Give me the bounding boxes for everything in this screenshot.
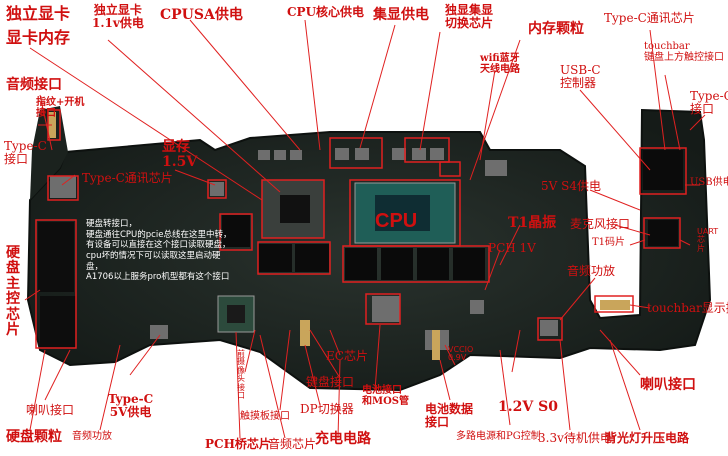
label-battery-mos: 电池接口 和MOS管 xyxy=(362,385,410,407)
label-t1-chip: T1码片 xyxy=(592,237,626,248)
label-mic: 麦克风接口 xyxy=(570,217,631,231)
label-usbc-controller: USB-C 控制器 xyxy=(560,63,601,90)
label-typec-5v: Type-C 5V供电 xyxy=(108,392,154,419)
label-pch: PCH桥芯片 xyxy=(205,437,271,451)
label-dp: DP切换器 xyxy=(300,402,354,416)
label-switch-chip: 独显集显 切换芯片 xyxy=(445,3,494,30)
label-uart: UART芯片 xyxy=(697,227,719,253)
pcb-left-tab xyxy=(30,106,68,200)
label-audio-port: 音频接口 xyxy=(6,77,62,93)
label-1-2v-s0: 1.2V S0 xyxy=(498,399,558,415)
label-t1-osc: T1晶振 xyxy=(508,215,557,231)
label-ssd-controller: 硬盘主控芯片 xyxy=(6,245,20,338)
label-vram-1-5v: 显存 1.5V xyxy=(162,139,198,170)
ram-chips xyxy=(345,248,485,280)
label-cpu-core-power: CPU核心供电 xyxy=(287,5,365,19)
label-vccio: VCCIO 0.9V xyxy=(448,345,473,363)
leader-lines xyxy=(24,19,706,439)
cpu-die xyxy=(375,195,430,231)
misc-components xyxy=(50,148,558,350)
label-charging: 充电电路 xyxy=(315,431,371,447)
label-gpu-power: 独立显卡 1.1v供电 xyxy=(92,3,144,30)
usbc-controller xyxy=(643,150,683,190)
ssd-nand-chips xyxy=(38,222,76,348)
label-typec-chip-left: Type-C通讯芯片 xyxy=(82,171,173,185)
label-backlight: 背光灯升压电路 xyxy=(605,431,690,445)
label-keyboard: 键盘接口 xyxy=(306,375,355,389)
label-typec-left: Type-C 接口 xyxy=(4,139,47,166)
label-5v-s4: 5V S4供电 xyxy=(541,179,601,193)
label-audio-amp-left: 音频功放 xyxy=(72,431,112,442)
label-gpu-memory: 显卡内存 xyxy=(6,28,71,47)
vram-chip xyxy=(295,244,329,272)
label-3-3v: 3.3v待机供电 xyxy=(538,431,612,445)
label-touchbar-display: touchbar显示接口 xyxy=(647,301,728,315)
label-wifi: wifi蓝牙 天线电路 xyxy=(480,53,520,75)
label-audio-chip: 音频芯片 xyxy=(268,437,317,451)
label-gpu-title: 独立显卡 xyxy=(6,4,71,23)
label-pch-1v: PCH 1V xyxy=(488,241,536,255)
label-ram-chips: 内存颗粒 xyxy=(528,21,584,37)
label-igpu-power: 集显供电 xyxy=(373,7,429,23)
label-speaker-right: 喇叭接口 xyxy=(640,377,696,393)
vram-chip xyxy=(222,215,250,247)
t1-chip xyxy=(648,220,678,246)
pch-die xyxy=(227,305,245,323)
label-audio-amp-right: 音频功放 xyxy=(567,264,616,278)
label-multi-power: 多路电源和PG控制 xyxy=(456,431,541,442)
label-typec-right: Type-C 接口 xyxy=(690,89,728,116)
label-ec-chip: EC芯片 xyxy=(326,349,368,363)
label-camera: 前摄像头接口 xyxy=(237,349,245,400)
label-fingerprint: 指纹+开机 接口 xyxy=(36,97,85,119)
vram-chip xyxy=(258,244,292,272)
label-trackpad: 触摸板接口 xyxy=(240,411,290,422)
label-cpusa-power: CPUSA供电 xyxy=(160,7,243,23)
label-ssd-nand: 硬盘颗粒 xyxy=(6,429,62,445)
label-usb-power: USB供电 xyxy=(690,177,728,188)
label-touchbar-power: touchbar 键盘上方触控接口 xyxy=(644,41,724,63)
board-note: 硬盘转接口， 硬盘通往CPU的pcie总线在这里中转， 有设备可以直接在这个接口… xyxy=(86,219,232,283)
label-cpu: CPU xyxy=(375,210,418,232)
label-typec-chip-top: Type-C通讯芯片 xyxy=(604,11,695,25)
label-speaker-left: 喇叭接口 xyxy=(26,403,75,417)
gpu-die xyxy=(280,195,310,223)
label-battery-data: 电池数据 接口 xyxy=(425,402,474,429)
